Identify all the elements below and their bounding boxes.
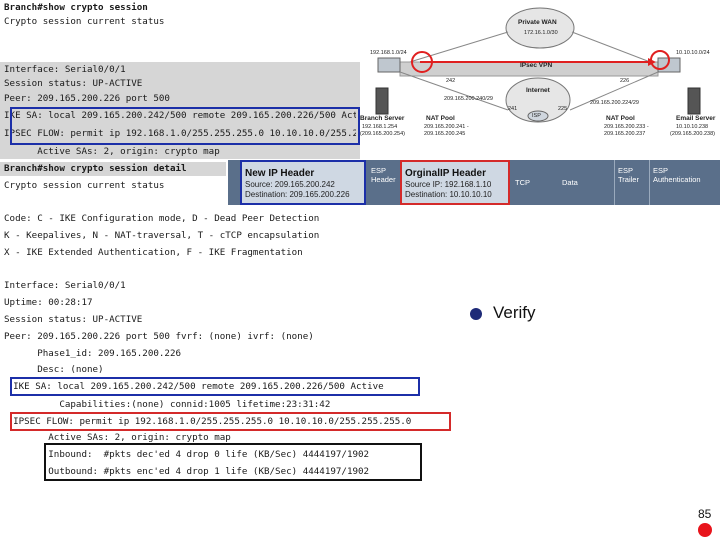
email-server-label: Email Server bbox=[676, 115, 716, 122]
cli-bottom-line: Inbound: #pkts dec'ed 4 drop 0 life (KB/… bbox=[4, 449, 370, 460]
cli-top-line: Branch#show crypto session bbox=[4, 2, 148, 13]
addr-left-label: 209.165.200.240/29 bbox=[444, 96, 493, 102]
branch-server-label: Branch Server bbox=[360, 115, 405, 122]
page-number: 85 bbox=[698, 507, 712, 521]
cli-bottom-band bbox=[0, 162, 226, 176]
branch-server-ip: 192.168.1.254 bbox=[362, 124, 398, 130]
nat-pool-left-range: 209.165.200.241 - bbox=[424, 124, 469, 130]
label-241: 241 bbox=[508, 106, 518, 112]
nat-pool-left-label: NAT Pool bbox=[426, 115, 455, 122]
cli-bottom-line: Branch#show crypto session detail bbox=[4, 163, 187, 174]
label-226: 226 bbox=[620, 78, 630, 84]
branch-server-ip2: (209.165.200.254) bbox=[360, 131, 405, 137]
cli-top-band bbox=[0, 62, 360, 159]
ike-ipsec-highlight-box bbox=[10, 107, 360, 145]
packet-counters-highlight-box bbox=[44, 443, 422, 481]
ipsec-flow-highlight-box bbox=[10, 412, 451, 431]
left-network-ip: 192.168.1.0/24 bbox=[370, 50, 407, 56]
esp-auth-cell: ESP Authentication bbox=[649, 160, 719, 205]
esp-header-label: ESP Header bbox=[371, 166, 396, 184]
cli-top-line: IPSEC FLOW: permit ip 192.168.1.0/255.25… bbox=[4, 128, 356, 139]
data-label: Data bbox=[562, 178, 578, 187]
cli-bottom-line: K - Keepalives, N - NAT-traversal, T - c… bbox=[4, 230, 320, 241]
cli-bottom-line: IKE SA: local 209.165.200.242/500 remote… bbox=[2, 381, 384, 392]
cli-top-line: Peer: 209.165.200.226 port 500 bbox=[4, 93, 170, 104]
ike-sa-highlight-box bbox=[10, 377, 420, 396]
label-225: 225 bbox=[558, 106, 568, 112]
esp-trailer-cell: ESP Trailer bbox=[614, 160, 648, 205]
isp-label: ISP bbox=[532, 113, 541, 119]
right-network-ip: 10.10.10.0/24 bbox=[676, 50, 710, 56]
tcp-label: TCP bbox=[515, 178, 530, 187]
verify-bullet-text: Verify bbox=[493, 303, 536, 322]
nat-pool-right-label: NAT Pool bbox=[606, 115, 635, 122]
private-wan-label: Private WAN bbox=[518, 19, 557, 26]
addr-right-label: 209.165.200.224/29 bbox=[590, 100, 639, 106]
esp-header-cell: ESP Header bbox=[368, 160, 400, 205]
ipsec-vpn-label: IPsec VPN bbox=[520, 62, 553, 69]
new-ip-header-cell: New IP Header Source: 209.165.200.242 De… bbox=[240, 160, 366, 205]
esp-auth-label: ESP Authentication bbox=[653, 166, 701, 184]
new-ip-header-dst: Destination: 209.165.200.226 bbox=[245, 190, 350, 199]
new-ip-header-title: New IP Header bbox=[245, 168, 315, 179]
esp-packet-strip: New IP Header Source: 209.165.200.242 De… bbox=[228, 160, 720, 205]
cli-top-line: Session status: UP-ACTIVE bbox=[4, 78, 143, 89]
private-wan-net: 172.16.1.0/30 bbox=[524, 30, 558, 36]
data-cell: Data bbox=[544, 160, 612, 205]
red-dot-icon bbox=[698, 523, 712, 537]
email-server-ip: 10.10.10.238 bbox=[676, 124, 709, 130]
esp-trailer-label: ESP Trailer bbox=[618, 166, 639, 184]
cli-bottom-line: Phase1_id: 209.165.200.226 bbox=[4, 348, 182, 359]
nat-pool-left-range2: 209.165.200.245 bbox=[424, 131, 466, 137]
original-ip-header-cell: OrginalIP Header Source IP: 192.168.1.10… bbox=[400, 160, 510, 205]
label-242: 242 bbox=[446, 78, 456, 84]
original-ip-header-dst: Destination: 10.10.10.10 bbox=[405, 190, 492, 199]
cli-bottom-line: Active SAs: 2, origin: crypto map bbox=[4, 432, 231, 443]
tcp-cell: TCP bbox=[512, 160, 544, 205]
original-ip-header-src: Source IP: 192.168.1.10 bbox=[405, 180, 492, 189]
cli-top-line: Crypto session current status bbox=[4, 16, 165, 27]
cli-bottom-line: Outbound: #pkts enc'ed 4 drop 1 life (KB… bbox=[4, 466, 370, 477]
network-diagram-graphics bbox=[375, 7, 701, 123]
cli-bottom-line: Capabilities:(none) connid:1005 lifetime… bbox=[4, 399, 331, 410]
bullet-icon bbox=[470, 308, 482, 320]
new-ip-header-src: Source: 209.165.200.242 bbox=[245, 180, 335, 189]
email-server-ip2: (209.165.200.238) bbox=[670, 131, 715, 137]
cli-bottom-line: Peer: 209.165.200.226 port 500 fvrf: (no… bbox=[4, 331, 314, 342]
original-ip-header-title: OrginalIP Header bbox=[405, 168, 486, 179]
cli-bottom-line: Uptime: 00:28:17 bbox=[4, 297, 93, 308]
cli-bottom-line: Crypto session current status bbox=[4, 180, 165, 191]
cli-top-line: IKE SA: local 209.165.200.242/500 remote… bbox=[4, 110, 356, 121]
cli-bottom-line: Interface: Serial0/0/1 bbox=[4, 280, 126, 291]
cli-top-line: Interface: Serial0/0/1 bbox=[4, 64, 126, 75]
nat-pool-right-range: 209.165.200.233 - bbox=[604, 124, 649, 130]
internet-label: Internet bbox=[526, 87, 550, 94]
cli-bottom-line: Code: C - IKE Configuration mode, D - De… bbox=[4, 213, 320, 224]
cli-top-line: Active SAs: 2, origin: crypto map bbox=[4, 146, 220, 157]
cli-bottom-line: Session status: UP-ACTIVE bbox=[4, 314, 143, 325]
cli-bottom-line: IPSEC FLOW: permit ip 192.168.1.0/255.25… bbox=[2, 416, 412, 427]
network-diagram: Private WAN 172.16.1.0/30 192.168.1.0/24… bbox=[358, 0, 720, 160]
cli-bottom-line: Desc: (none) bbox=[4, 364, 104, 375]
cli-bottom-line: X - IKE Extended Authentication, F - IKE… bbox=[4, 247, 303, 258]
nat-pool-right-range2: 209.165.200.237 bbox=[604, 131, 646, 137]
